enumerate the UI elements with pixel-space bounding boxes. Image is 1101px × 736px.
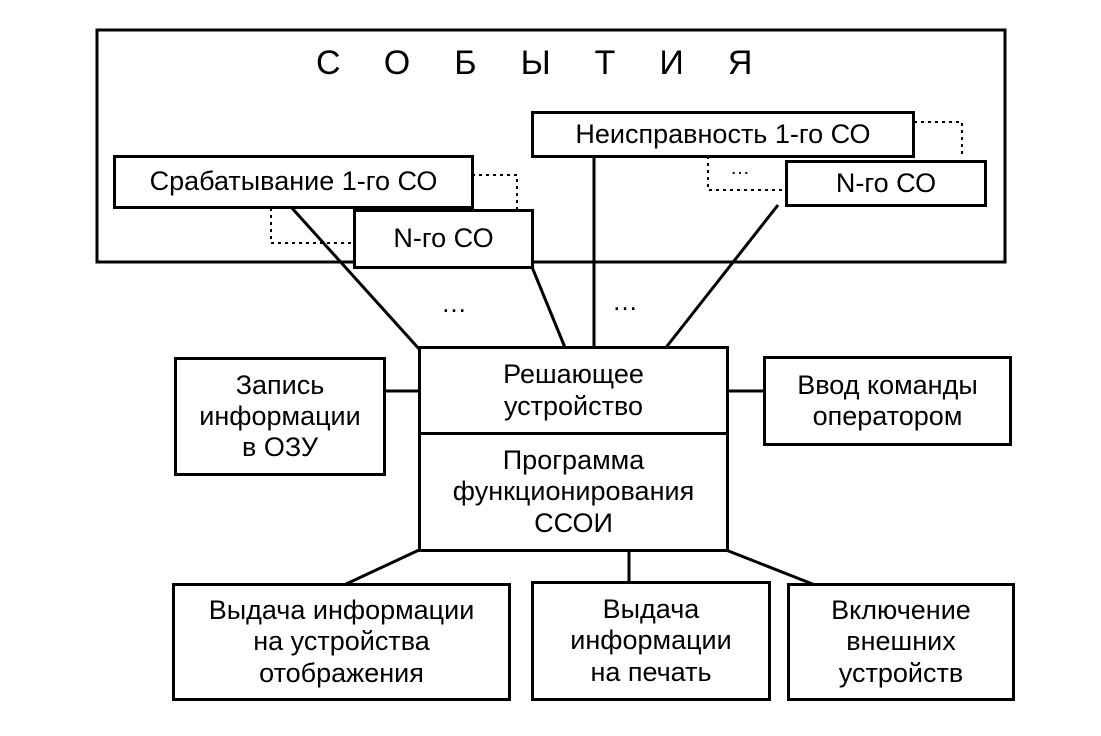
line-out-display [343, 548, 420, 587]
program-block-label: Программа функционирования ССОИ [452, 445, 695, 538]
operator-command-box: Ввод команды оператором [763, 356, 1012, 446]
events-frame [95, 28, 1007, 264]
operator-command-label: Ввод команды оператором [797, 369, 978, 431]
program-block: Программа функционирования ССОИ [418, 432, 729, 552]
dashed-stack-fault-left [707, 156, 787, 191]
event-trigger-nth-label: N-го СО [393, 223, 494, 254]
events-title: СОБЫТИЯ [316, 44, 797, 82]
event-fault-nth-label: N-го СО [835, 167, 937, 198]
event-fault-first: Неисправность 1-го СО [531, 111, 915, 158]
output-print-box: Выдача информации на печать [531, 581, 771, 701]
event-trigger-first: Срабатывание 1-го СО [113, 155, 474, 209]
output-display-label: Выдача информации на устройства отображе… [208, 595, 475, 688]
line-out-external [725, 548, 816, 587]
ram-record-label: Запись информации в ОЗУ [199, 369, 361, 463]
dashed-stack-trigger-right [472, 174, 518, 211]
event-fault-nth: N-го СО [785, 160, 987, 207]
output-external-label: Включение внешних устройств [831, 595, 971, 688]
ellipsis-small: … [730, 157, 752, 179]
ellipsis-right: … [612, 286, 640, 316]
decision-unit-label: Решающее устройство [503, 359, 644, 421]
event-trigger-nth: N-го СО [353, 209, 534, 269]
dashed-stack-fault-right [914, 121, 963, 156]
ram-record-box: Запись информации в ОЗУ [174, 357, 386, 476]
ellipsis-left: … [441, 288, 469, 318]
line-trigger-nth [530, 266, 568, 351]
line-fault-nth [662, 204, 780, 351]
output-display-box: Выдача информации на устройства отображе… [172, 583, 511, 701]
line-trigger-first [289, 205, 422, 352]
decision-unit: Решающее устройство [418, 346, 729, 435]
dashed-stack-trigger-left [270, 208, 355, 244]
output-external-box: Включение внешних устройств [787, 583, 1015, 701]
event-trigger-first-label: Срабатывание 1-го СО [149, 166, 438, 197]
event-fault-first-label: Неисправность 1-го СО [575, 118, 871, 149]
output-print-label: Выдача информации на печать [570, 594, 732, 687]
